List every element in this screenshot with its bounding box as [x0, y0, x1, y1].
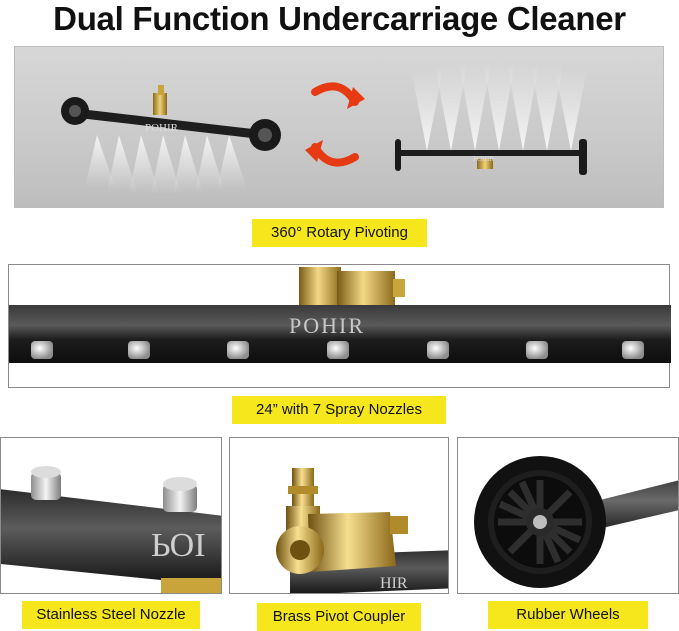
coupler-panel-brand-text: HIR — [380, 575, 408, 592]
label-stainless-steel-nozzle: Stainless Steel Nozzle — [22, 601, 200, 629]
steel-panel-brand-text: ЬОІ — [151, 527, 206, 564]
rotary-pivot-image: POHIR POHIR — [14, 46, 664, 208]
nozzle-row — [31, 341, 644, 359]
right-cleaner-brand: POHIR — [473, 155, 494, 163]
steel-nozzle-image: ЬОІ — [0, 437, 222, 594]
left-cleaner-brand: POHIR — [145, 122, 179, 134]
bar-brand-text: POHIR — [289, 313, 365, 338]
left-cleaner: POHIR — [61, 85, 281, 194]
label-rubber-wheels: Rubber Wheels — [488, 601, 648, 629]
right-cleaner: POHIR — [395, 62, 587, 175]
rotation-arrows-icon — [305, 82, 365, 167]
brass-coupler-image: HIR — [229, 437, 449, 594]
label-rotary-pivoting: 360° Rotary Pivoting — [252, 219, 427, 247]
page-title: Dual Function Undercarriage Cleaner — [53, 0, 626, 37]
spray-bar-image: POHIR — [8, 264, 671, 388]
rubber-wheel-image — [457, 437, 679, 594]
label-brass-pivot-coupler: Brass Pivot Coupler — [257, 603, 421, 631]
label-spray-nozzles: 24” with 7 Spray Nozzles — [232, 396, 446, 424]
